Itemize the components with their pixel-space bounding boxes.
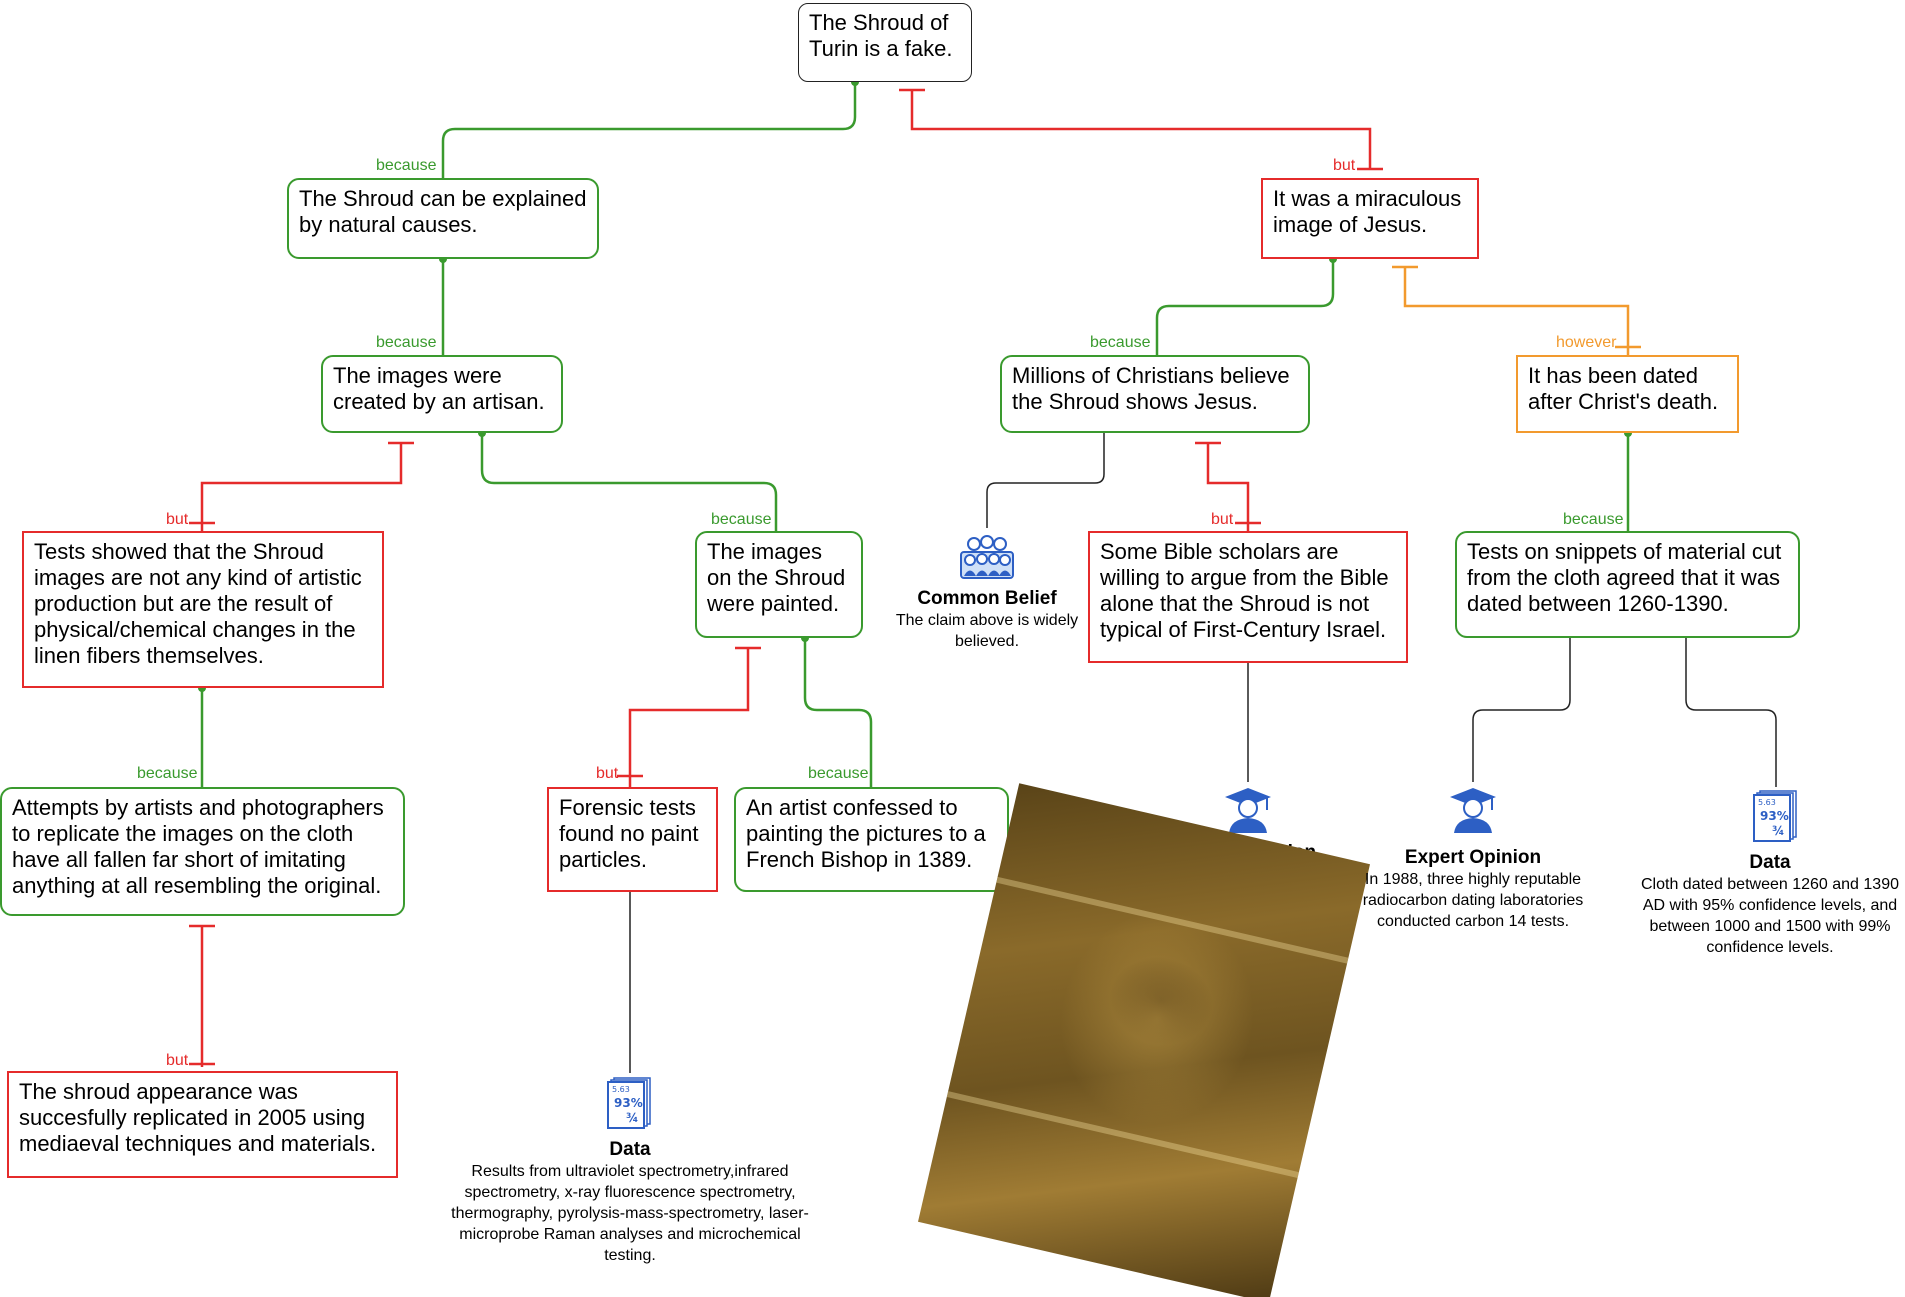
link-painted-confessed [803, 638, 873, 787]
evidence-title: Data [609, 1139, 651, 1160]
evidence-title: Expert Opinion [1404, 847, 1542, 868]
evidence-data-forensic[interactable]: Data Results from ultraviolet spectromet… [444, 1139, 816, 1266]
tag-but: but [1211, 511, 1234, 528]
node-artisan[interactable]: The images were created by an artisan. [321, 355, 563, 433]
link-claim-miraculous [910, 90, 1372, 169]
node-tests-showed[interactable]: Tests showed that the Shroud images are … [22, 531, 384, 688]
node-bible-scholars[interactable]: Some Bible scholars are willing to argue… [1088, 531, 1408, 663]
graduate-icon [1450, 788, 1496, 833]
svg-text:93%: 93% [1760, 809, 1789, 823]
link-snippets-expert [1472, 638, 1571, 782]
link-snippets-data [1685, 638, 1777, 787]
tag-but: but [166, 1052, 189, 1069]
link-millions-commonbelief [986, 433, 1105, 528]
node-confessed[interactable]: An artist confessed to painting the pict… [734, 787, 1009, 892]
tag-because: because [808, 765, 869, 782]
node-snippets[interactable]: Tests on snippets of material cut from t… [1455, 531, 1800, 638]
link-artisan-painted [480, 433, 778, 531]
node-attempts[interactable]: Attempts by artists and photographers to… [0, 787, 405, 916]
tag-because: because [137, 765, 198, 782]
node-natural-causes[interactable]: The Shroud can be explained by natural c… [287, 178, 599, 259]
evidence-description: Results from ultraviolet spectrometry,in… [451, 1163, 809, 1264]
tag-but: but [1333, 157, 1356, 174]
link-painted-forensic [628, 648, 750, 787]
tag-however: however [1556, 334, 1617, 351]
tag-because: because [376, 157, 437, 174]
data-sheet-icon: 5.63 93% ¾ [1753, 790, 1797, 842]
evidence-description: The claim above is widely believed. [895, 612, 1079, 650]
svg-text:¾: ¾ [1772, 824, 1784, 838]
node-forensic[interactable]: Forensic tests found no paint particles. [547, 787, 718, 892]
link-miraculous-millions [1155, 259, 1335, 355]
link-millions-scholars [1206, 443, 1250, 531]
evidence-title: Common Belief [917, 588, 1057, 609]
svg-text:¾: ¾ [626, 1111, 638, 1125]
evidence-title: Data [1749, 852, 1791, 873]
people-icon [960, 535, 1014, 579]
data-sheet-icon: 5.63 93% ¾ [607, 1077, 651, 1129]
evidence-data-carbon[interactable]: Data Cloth dated between 1260 and 1390 A… [1636, 852, 1904, 958]
node-claim[interactable]: The Shroud of Turin is a fake. [798, 3, 972, 82]
node-painted[interactable]: The images on the Shroud were painted. [695, 531, 863, 638]
node-replicated[interactable]: The shroud appearance was succesfully re… [7, 1071, 398, 1178]
node-millions-believe[interactable]: Millions of Christians believe the Shrou… [1000, 355, 1310, 433]
tag-because: because [1563, 511, 1624, 528]
svg-text:93%: 93% [614, 1096, 643, 1110]
svg-text:5.63: 5.63 [1758, 798, 1776, 807]
evidence-expert-radiocarbon[interactable]: Expert Opinion In 1988, three highly rep… [1342, 847, 1604, 932]
tag-because: because [1090, 334, 1151, 351]
evidence-description: In 1988, three highly reputable radiocar… [1362, 871, 1584, 930]
tag-but: but [166, 511, 189, 528]
link-artisan-tests [200, 443, 403, 531]
evidence-description: Cloth dated between 1260 and 1390 AD wit… [1641, 876, 1899, 956]
link-miraculous-dated [1403, 267, 1630, 355]
tag-because: because [711, 511, 772, 528]
tag-but: but [596, 765, 619, 782]
tag-because: because [376, 334, 437, 351]
node-miraculous[interactable]: It was a miraculous image of Jesus. [1261, 178, 1479, 259]
evidence-common-belief[interactable]: Common Belief The claim above is widely … [880, 588, 1094, 652]
graduate-icon [1225, 788, 1271, 833]
link-claim-natural [441, 82, 857, 178]
node-dated-after[interactable]: It has been dated after Christ's death. [1516, 355, 1739, 433]
svg-text:5.63: 5.63 [612, 1085, 630, 1094]
